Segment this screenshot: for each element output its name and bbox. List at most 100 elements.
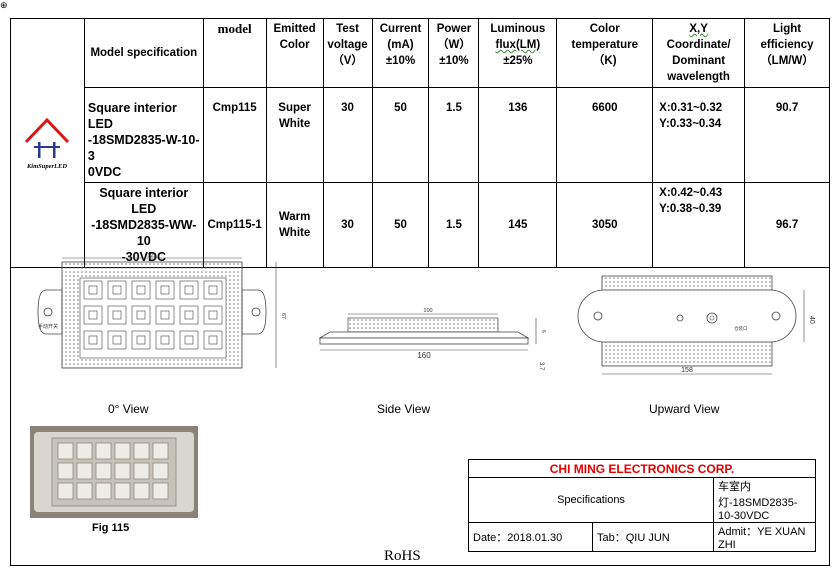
header-test-voltage-line2: voltage — [327, 39, 368, 51]
spec-label: Specifications — [468, 477, 714, 523]
row1-spec-line2: LED — [87, 117, 113, 131]
led-cell — [155, 280, 175, 300]
led-chip — [112, 335, 122, 345]
side-small-dim: 6 — [540, 330, 546, 333]
row2-voltage: 30 — [322, 182, 373, 268]
row1-x: X:0.31~0.32 — [659, 102, 723, 114]
photo-led — [95, 442, 112, 460]
row2-spec: Square interior LED -18SMD2835-WW-10 -30… — [83, 182, 204, 268]
row1-temp: 6600 — [556, 87, 654, 183]
row2-color: Warm White — [265, 182, 324, 268]
header-model: model — [202, 18, 267, 88]
led-cell — [131, 280, 151, 300]
header-color-temp: Color temperature （K) — [556, 18, 654, 88]
row1-flux: 136 — [478, 87, 558, 183]
row1-spec-line4: 0VDC — [87, 165, 122, 179]
side-top-dim: 100 — [423, 308, 432, 314]
photo-led — [152, 462, 169, 480]
led-chip — [88, 310, 98, 320]
side-height-dim: 3.7 — [538, 362, 544, 371]
led-chip — [160, 285, 170, 295]
row2-spec-line4: -30VDC — [121, 250, 167, 264]
led-chip — [208, 310, 218, 320]
row2-xy: X:0.42~0.43 Y:0.38~0.39 — [652, 182, 746, 268]
header-row: KimSuperLED Model specification model Em… — [10, 18, 830, 268]
row1-eff: 90.7 — [744, 87, 830, 183]
header-color-temp-line2: temperature — [571, 39, 638, 51]
header-luminous-line2: flux(LM) — [495, 39, 541, 51]
led-chip — [112, 310, 122, 320]
corner-crosshair-mark: ⊕ — [0, 0, 8, 10]
header-test-voltage-line3: （V） — [332, 55, 363, 67]
product-photo — [30, 426, 198, 518]
side-length-dim: 160 — [417, 351, 431, 360]
led-cell — [179, 305, 199, 325]
header-color-temp-line1: Color — [589, 23, 620, 35]
table-row: Square interior LED -18SMD2835-WW-10 -30… — [11, 182, 830, 268]
header-xy-line4: wavelength — [667, 71, 730, 83]
logo-cell: KimSuperLED — [10, 18, 85, 268]
header-test-voltage-line1: Test — [336, 23, 359, 35]
led-chip — [88, 335, 98, 345]
led-cell — [203, 330, 223, 350]
photo-led — [114, 482, 131, 500]
row2-eff: 96.7 — [744, 182, 830, 268]
row1-y: Y:0.33~0.34 — [659, 118, 722, 130]
spec-table: KimSuperLED Model specification model Em… — [10, 18, 830, 268]
row1-model: Cmp115 — [202, 87, 267, 183]
led-cell — [107, 280, 127, 300]
row2-spec-line2: LED — [131, 202, 157, 216]
row1-color-line2: White — [278, 118, 311, 130]
header-efficiency: Light efficiency （LM/W） — [744, 18, 830, 88]
led-cell — [83, 280, 103, 300]
admit-cell: Admit：YE XUAN ZHI — [713, 522, 816, 552]
rohs-mark: RoHS — [384, 548, 421, 564]
row2-temp: 3050 — [556, 182, 654, 268]
row2-current: 50 — [371, 182, 430, 268]
header-luminous: Luminous flux(LM) ±25% — [478, 18, 558, 88]
photo-led-grid — [57, 442, 169, 500]
header-efficiency-line1: Light efficiency — [760, 23, 814, 51]
header-current-line3: ±10% — [385, 55, 416, 67]
led-chip — [208, 335, 218, 345]
photo-led — [95, 462, 112, 480]
company-name: CHI MING ELECTRONICS CORP. — [468, 459, 816, 478]
header-emitted-color-line2: Color — [279, 39, 310, 51]
row2-power: 1.5 — [428, 182, 480, 268]
led-cell — [131, 305, 151, 325]
led-cell — [83, 330, 103, 350]
led-chip — [136, 285, 146, 295]
photo-caption: Fig 115 — [92, 522, 130, 534]
row2-spec-line3: -18SMD2835-WW-10 — [91, 218, 197, 248]
row1-xy: X:0.31~0.32 Y:0.33~0.34 — [652, 87, 746, 183]
led-cell — [155, 305, 175, 325]
photo-led — [57, 462, 74, 480]
led-cell — [107, 330, 127, 350]
row2-spec-line1: Square interior — [99, 186, 189, 200]
led-cell — [179, 330, 199, 350]
led-chip — [160, 310, 170, 320]
photo-led — [152, 482, 169, 500]
row1-voltage: 30 — [322, 87, 373, 183]
photo-led — [133, 442, 150, 460]
photo-led — [76, 482, 93, 500]
header-model-spec: Model specification — [83, 18, 204, 88]
header-power: Power （W） ±10% — [428, 18, 480, 88]
photo-led — [133, 482, 150, 500]
header-xy: X,Y Coordinate/ Dominant wavelength — [652, 18, 746, 88]
photo-led — [76, 462, 93, 480]
upward-hole-label: 仓装口 — [734, 325, 748, 332]
led-chip — [136, 310, 146, 320]
led-cell — [155, 330, 175, 350]
led-cell — [131, 330, 151, 350]
header-current-line1: Current — [379, 23, 422, 35]
header-power-line2: （W） — [437, 39, 471, 51]
header-emitted-color: Emitted Color — [265, 18, 324, 88]
row1-power: 1.5 — [428, 87, 480, 183]
row1-color: Super White — [265, 87, 324, 183]
led-chip — [184, 335, 194, 345]
photo-led — [76, 442, 93, 460]
row1-spec-line1: Square interior — [87, 101, 177, 115]
row1-current: 50 — [371, 87, 430, 183]
led-grid — [83, 280, 223, 350]
